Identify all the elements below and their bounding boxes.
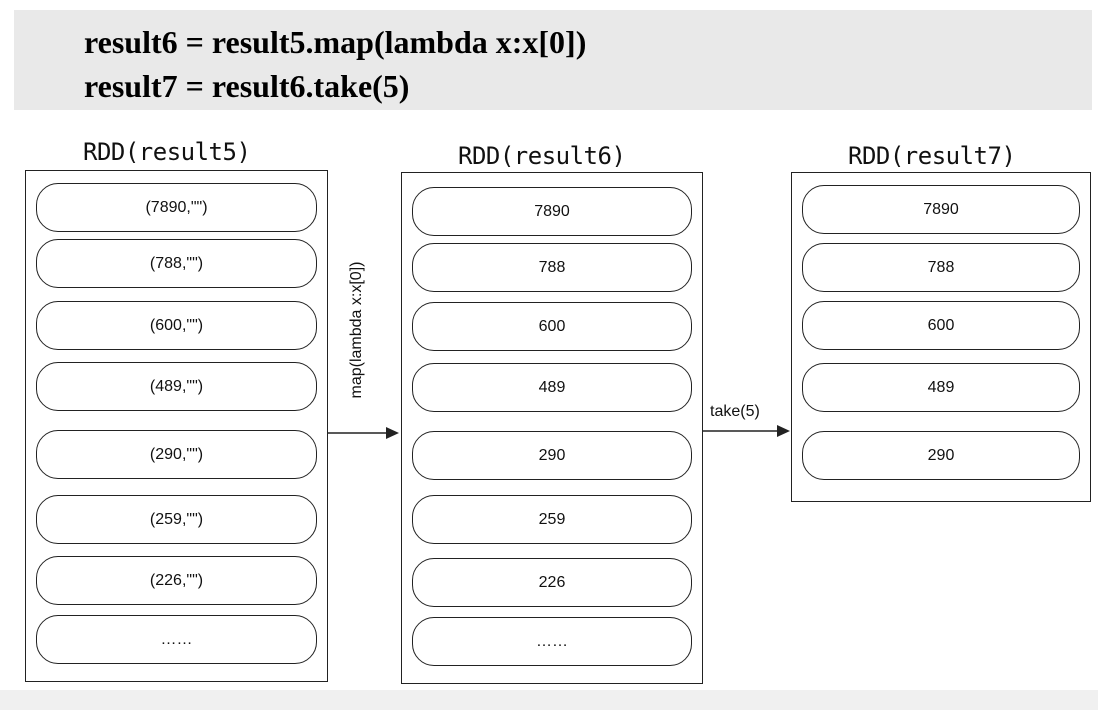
list-item: 7890 bbox=[802, 185, 1080, 234]
list-item: (226,"") bbox=[36, 556, 317, 605]
list-item: (489,"") bbox=[36, 362, 317, 411]
list-item: (259,"") bbox=[36, 495, 317, 544]
code-line-2: result7 = result6.take(5) bbox=[84, 68, 410, 104]
list-item: 290 bbox=[412, 431, 692, 480]
list-item: 290 bbox=[802, 431, 1080, 480]
rdd-result6-title: RDD(result6) bbox=[458, 142, 626, 170]
list-item: 226 bbox=[412, 558, 692, 607]
list-item: (7890,"") bbox=[36, 183, 317, 232]
list-item: 600 bbox=[802, 301, 1080, 350]
rdd-result6-box: 7890 788 600 489 290 259 226 …… bbox=[401, 172, 703, 684]
list-item: 788 bbox=[802, 243, 1080, 292]
code-snippet-bar: result6 = result5.map(lambda x:x[0]) res… bbox=[14, 10, 1092, 110]
list-item: 489 bbox=[802, 363, 1080, 412]
take-arrow-head bbox=[777, 425, 790, 437]
list-item: (788,"") bbox=[36, 239, 317, 288]
rdd-result5-box: (7890,"") (788,"") (600,"") (489,"") (29… bbox=[25, 170, 328, 682]
footer-band bbox=[0, 690, 1098, 710]
list-item: 489 bbox=[412, 363, 692, 412]
list-item: 600 bbox=[412, 302, 692, 351]
code-line-1: result6 = result5.map(lambda x:x[0]) bbox=[84, 24, 587, 60]
rdd-result7-title: RDD(result7) bbox=[848, 142, 1016, 170]
list-item: (290,"") bbox=[36, 430, 317, 479]
rdd-result5-title: RDD(result5) bbox=[83, 138, 251, 166]
rdd-result7-box: 7890 788 600 489 290 bbox=[791, 172, 1091, 502]
take-operation-label: take(5) bbox=[710, 403, 760, 420]
map-arrow-head bbox=[386, 427, 399, 439]
list-item: 7890 bbox=[412, 187, 692, 236]
list-item: 788 bbox=[412, 243, 692, 292]
list-item: …… bbox=[36, 615, 317, 664]
list-item: (600,"") bbox=[36, 301, 317, 350]
list-item: 259 bbox=[412, 495, 692, 544]
list-item: …… bbox=[412, 617, 692, 666]
map-operation-label: map(lambda x:x[0]) bbox=[348, 261, 365, 399]
